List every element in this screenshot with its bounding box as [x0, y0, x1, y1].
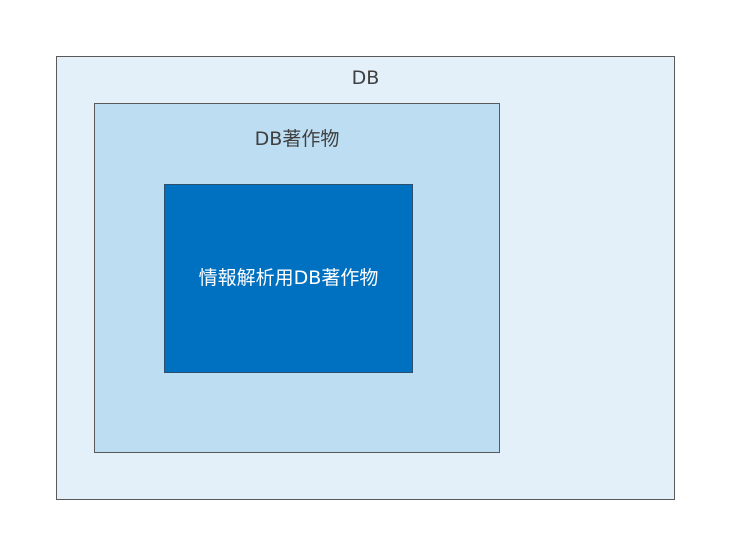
db-work-label: DB著作物: [254, 128, 340, 150]
info-analysis-db-work-label: 情報解析用DB著作物: [198, 267, 379, 289]
info-analysis-db-work-box: 情報解析用DB著作物: [164, 184, 413, 373]
db-label: DB: [351, 67, 380, 89]
db-work-box: DB著作物: [94, 103, 500, 453]
